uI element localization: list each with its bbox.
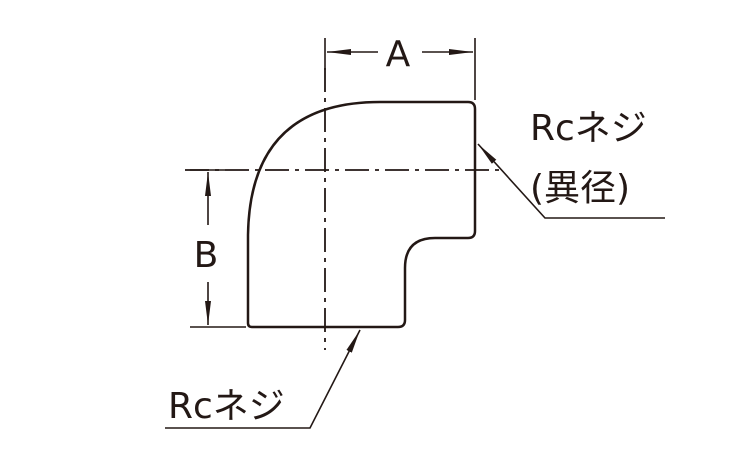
thread-right-leader: [477, 143, 665, 219]
elbow-outline: [246, 100, 477, 329]
thread-right-label-line1: Rcネジ: [530, 108, 647, 149]
thread-right-label-line2: (異径): [530, 168, 630, 209]
dim-b-label: B: [194, 235, 219, 276]
thread-bottom-leader: [165, 329, 361, 429]
thread-bottom-label: Rcネジ: [168, 386, 285, 427]
dim-a-label: A: [386, 34, 411, 75]
